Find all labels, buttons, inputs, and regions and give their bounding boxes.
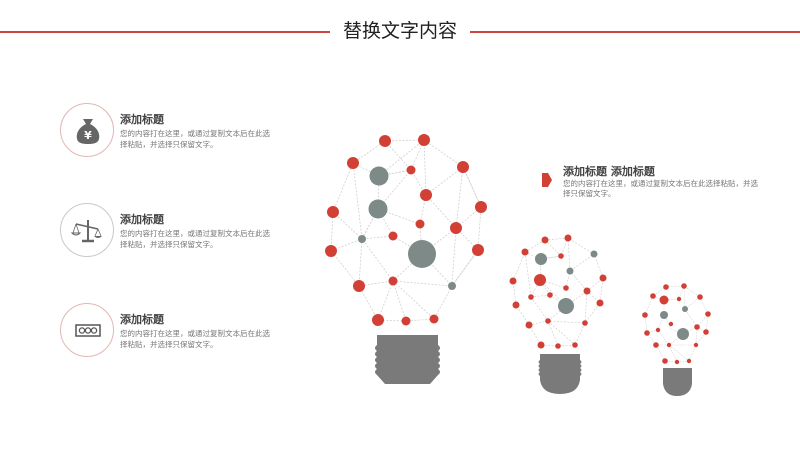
item-title: 添加标题 (120, 213, 164, 226)
pointer-arrow-icon (542, 173, 552, 187)
medium-bulb (509, 234, 607, 394)
item-description: 您的内容打在这里，或通过复制文本后在此选择粘贴，并选择只保留文字。 (120, 129, 270, 149)
large-bulb (325, 134, 487, 384)
item-description: 您的内容打在这里，或通过复制文本后在此选择粘贴，并选择只保留文字。 (120, 229, 270, 249)
balance-scale-icon (70, 220, 102, 243)
item-description: 您的内容打在这里，或通过复制文本后在此选择粘贴，并选择只保留文字。 (120, 329, 270, 349)
item-title: 添加标题 (120, 113, 164, 126)
bulb-base-large (375, 335, 440, 384)
small-bulb (642, 283, 711, 396)
item-title: 添加标题 (120, 313, 164, 326)
cash-banknote-icon (75, 324, 101, 337)
callout-description: 您的内容打在这里，或通过复制文本后在此选择粘贴，并选择只保留文字。 (563, 179, 758, 198)
bulb-base-medium (538, 354, 582, 394)
feature-item-2: 添加标题 您的内容打在这里，或通过复制文本后在此选择粘贴，并选择只保留文字。 (60, 203, 290, 263)
page-title: 替换文字内容 (0, 18, 800, 44)
feature-item-3: 添加标题 您的内容打在这里，或通过复制文本后在此选择粘贴，并选择只保留文字。 (60, 303, 290, 363)
header-line-right (470, 31, 800, 33)
header-line-left (0, 31, 330, 33)
svg-text:¥: ¥ (84, 129, 92, 142)
bulb-base-small (663, 368, 692, 396)
icon-ring (60, 303, 114, 357)
feature-item-1: ¥ 添加标题 您的内容打在这里，或通过复制文本后在此选择粘贴，并选择只保留文字。 (60, 103, 290, 163)
icon-ring (60, 203, 114, 257)
icon-ring: ¥ (60, 103, 114, 157)
money-bag-icon: ¥ (76, 119, 100, 144)
page-title-text: 替换文字内容 (332, 20, 467, 42)
callout-title: 添加标题 添加标题 (563, 165, 655, 178)
